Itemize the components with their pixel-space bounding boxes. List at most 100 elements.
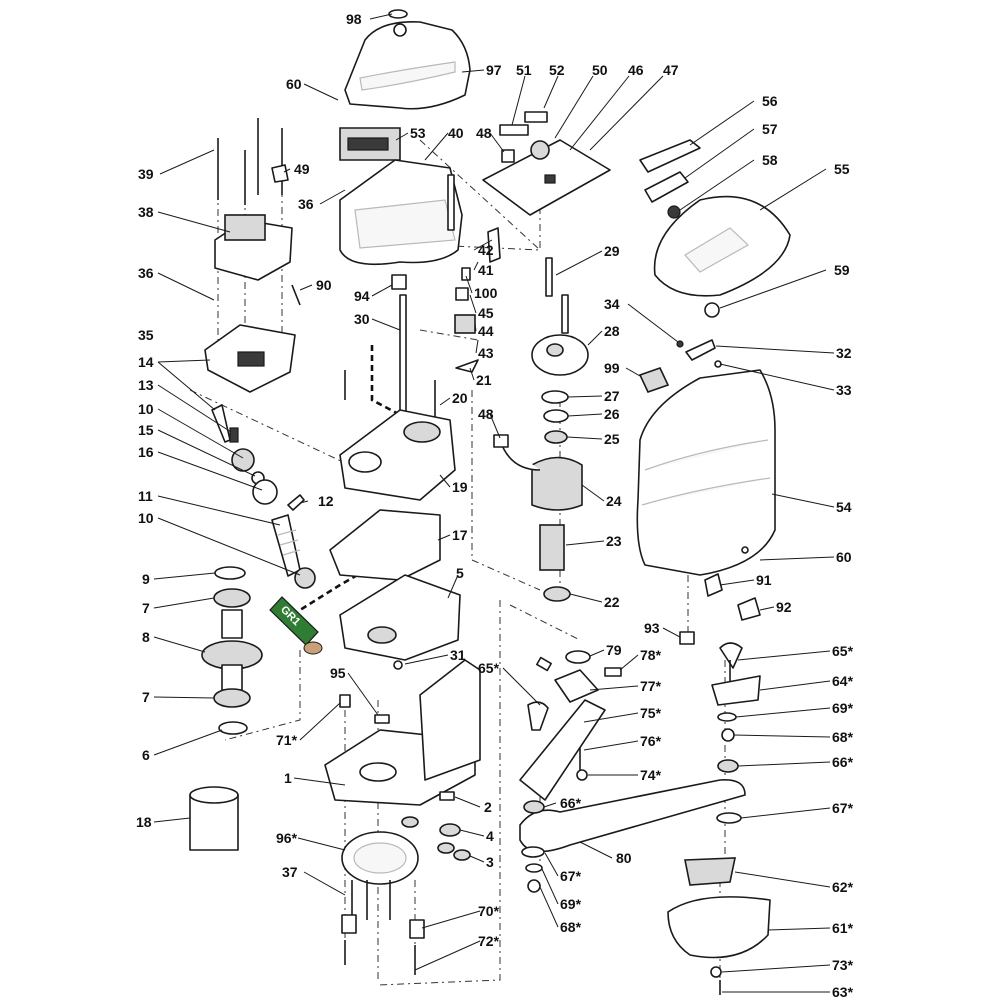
part-77-joint xyxy=(554,669,599,703)
callout-98: 98 xyxy=(346,11,362,27)
part-68-nut-left xyxy=(527,879,541,893)
part-bracket xyxy=(419,659,481,781)
callout-1: 1 xyxy=(284,770,292,786)
callout-8: 8 xyxy=(142,629,150,645)
part-78-pin xyxy=(604,667,622,677)
part-44 xyxy=(454,314,476,334)
callout-72: 72* xyxy=(478,933,500,949)
callout-13: 13 xyxy=(138,377,154,393)
callout-10-lower: 10 xyxy=(138,510,154,526)
callout-91: 91 xyxy=(756,572,772,588)
callout-68-right: 68* xyxy=(832,729,854,745)
callout-22: 22 xyxy=(604,594,620,610)
part-99-pad xyxy=(638,367,670,393)
part-13-spring xyxy=(229,427,239,443)
callout-24: 24 xyxy=(606,493,622,509)
part-90-wire xyxy=(291,284,301,306)
part-79-ring xyxy=(565,650,591,664)
part-56-key xyxy=(639,139,701,173)
callout-21: 21 xyxy=(476,372,492,388)
part-23-rotor xyxy=(539,524,565,571)
part-65-bolt-left xyxy=(527,701,549,731)
callout-80: 80 xyxy=(616,850,632,866)
part-59-lock xyxy=(704,302,720,318)
part-5-gearbox-lower xyxy=(339,574,461,661)
part-93-block xyxy=(679,631,695,645)
part-10-bearing-upper xyxy=(231,448,255,472)
part-94-bushing xyxy=(391,274,407,290)
part-17-gasket xyxy=(329,509,441,581)
part-12-key xyxy=(287,494,305,511)
parts: GR1 xyxy=(189,9,791,995)
callout-38: 38 xyxy=(138,204,154,220)
part-14-screw xyxy=(211,404,231,443)
callout-7-upper: 7 xyxy=(142,600,150,616)
callout-36-upper: 36 xyxy=(298,196,314,212)
callout-57: 57 xyxy=(762,121,778,137)
callout-30: 30 xyxy=(354,311,370,327)
part-57-key xyxy=(644,171,689,203)
callout-43: 43 xyxy=(478,345,494,361)
gr1-tube-cap xyxy=(303,641,323,655)
callout-29: 29 xyxy=(604,243,620,259)
callout-9: 9 xyxy=(142,571,150,587)
callout-62: 62* xyxy=(832,879,854,895)
callout-69-right: 69* xyxy=(832,700,854,716)
callout-71: 71* xyxy=(276,732,298,748)
callout-19: 19 xyxy=(452,479,468,495)
callout-41: 41 xyxy=(478,262,494,278)
callout-2: 2 xyxy=(484,799,492,815)
callout-78: 78* xyxy=(640,647,662,663)
part-68-nut-right xyxy=(721,728,735,742)
part-31-washer xyxy=(393,660,403,670)
part-61-bowl xyxy=(667,896,771,959)
callout-37: 37 xyxy=(282,864,298,880)
callout-42: 42 xyxy=(478,242,494,258)
callout-77: 77* xyxy=(640,678,662,694)
part-54-main-cover xyxy=(636,369,776,576)
part-29-rod xyxy=(545,257,553,297)
part-80-arm xyxy=(519,778,746,853)
callout-59: 59 xyxy=(834,262,850,278)
callout-36-lower: 36 xyxy=(138,265,154,281)
callout-67-right: 67* xyxy=(832,800,854,816)
part-4 xyxy=(439,823,461,837)
callout-79: 79 xyxy=(606,642,622,658)
callout-70: 70* xyxy=(478,903,500,919)
part-24-stator xyxy=(531,456,583,511)
gr1-tube-body xyxy=(269,596,319,646)
part-45 xyxy=(455,287,469,301)
callout-75: 75* xyxy=(640,705,662,721)
part-22-bearing xyxy=(543,586,571,602)
callout-11: 11 xyxy=(138,488,153,504)
part-69-washer-left xyxy=(525,863,543,873)
callout-49: 49 xyxy=(294,161,310,177)
part-74-nut xyxy=(576,769,588,781)
callout-48-top: 48 xyxy=(476,125,492,141)
callout-50: 50 xyxy=(592,62,608,78)
callout-28: 28 xyxy=(604,323,620,339)
part-7-bearing-upper xyxy=(213,588,251,608)
callout-51: 51 xyxy=(516,62,532,78)
part-9-circlip xyxy=(214,566,246,580)
callout-95: 95 xyxy=(330,665,346,681)
callout-14: 14 xyxy=(138,354,154,370)
part-2-clamp xyxy=(439,791,455,801)
callout-4: 4 xyxy=(486,828,494,844)
part-6-ring xyxy=(218,721,248,735)
part-58-knob xyxy=(667,205,681,219)
callout-35: 35 xyxy=(138,327,154,343)
callout-67-left: 67* xyxy=(560,868,582,884)
part-73-nut xyxy=(710,966,722,978)
callout-99: 99 xyxy=(604,360,620,376)
callout-27: 27 xyxy=(604,388,620,404)
leader-lines xyxy=(153,13,835,993)
callout-labels: 98 97 60 51 52 50 46 47 53 40 48 56 57 5… xyxy=(136,11,854,1000)
callout-65-right: 65* xyxy=(832,643,854,659)
part-71-plate xyxy=(339,694,351,708)
part-42-41 xyxy=(487,227,501,263)
callout-64: 64* xyxy=(832,673,854,689)
part-67-washer-left xyxy=(521,846,545,858)
callout-7-lower: 7 xyxy=(142,689,150,705)
callout-15: 15 xyxy=(138,422,154,438)
